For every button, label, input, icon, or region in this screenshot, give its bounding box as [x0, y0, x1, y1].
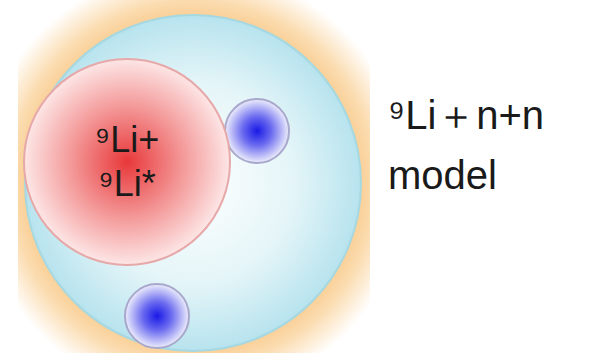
- core-text-stack: ⁹Li+⁹Li*: [95, 118, 159, 206]
- neutron: [125, 284, 189, 348]
- glow-background: [18, 0, 370, 353]
- nucleus-text: ⁹Li*: [95, 162, 159, 206]
- nucleus-text: ⁹Li+: [95, 118, 159, 162]
- neutron: [225, 99, 289, 163]
- halo-circle: [25, 15, 361, 351]
- model-label: ⁹Li＋n+n model: [388, 85, 608, 205]
- core-outline: [23, 58, 231, 266]
- core-shape: [24, 59, 230, 265]
- core-circle: ⁹Li+⁹Li*: [23, 58, 231, 266]
